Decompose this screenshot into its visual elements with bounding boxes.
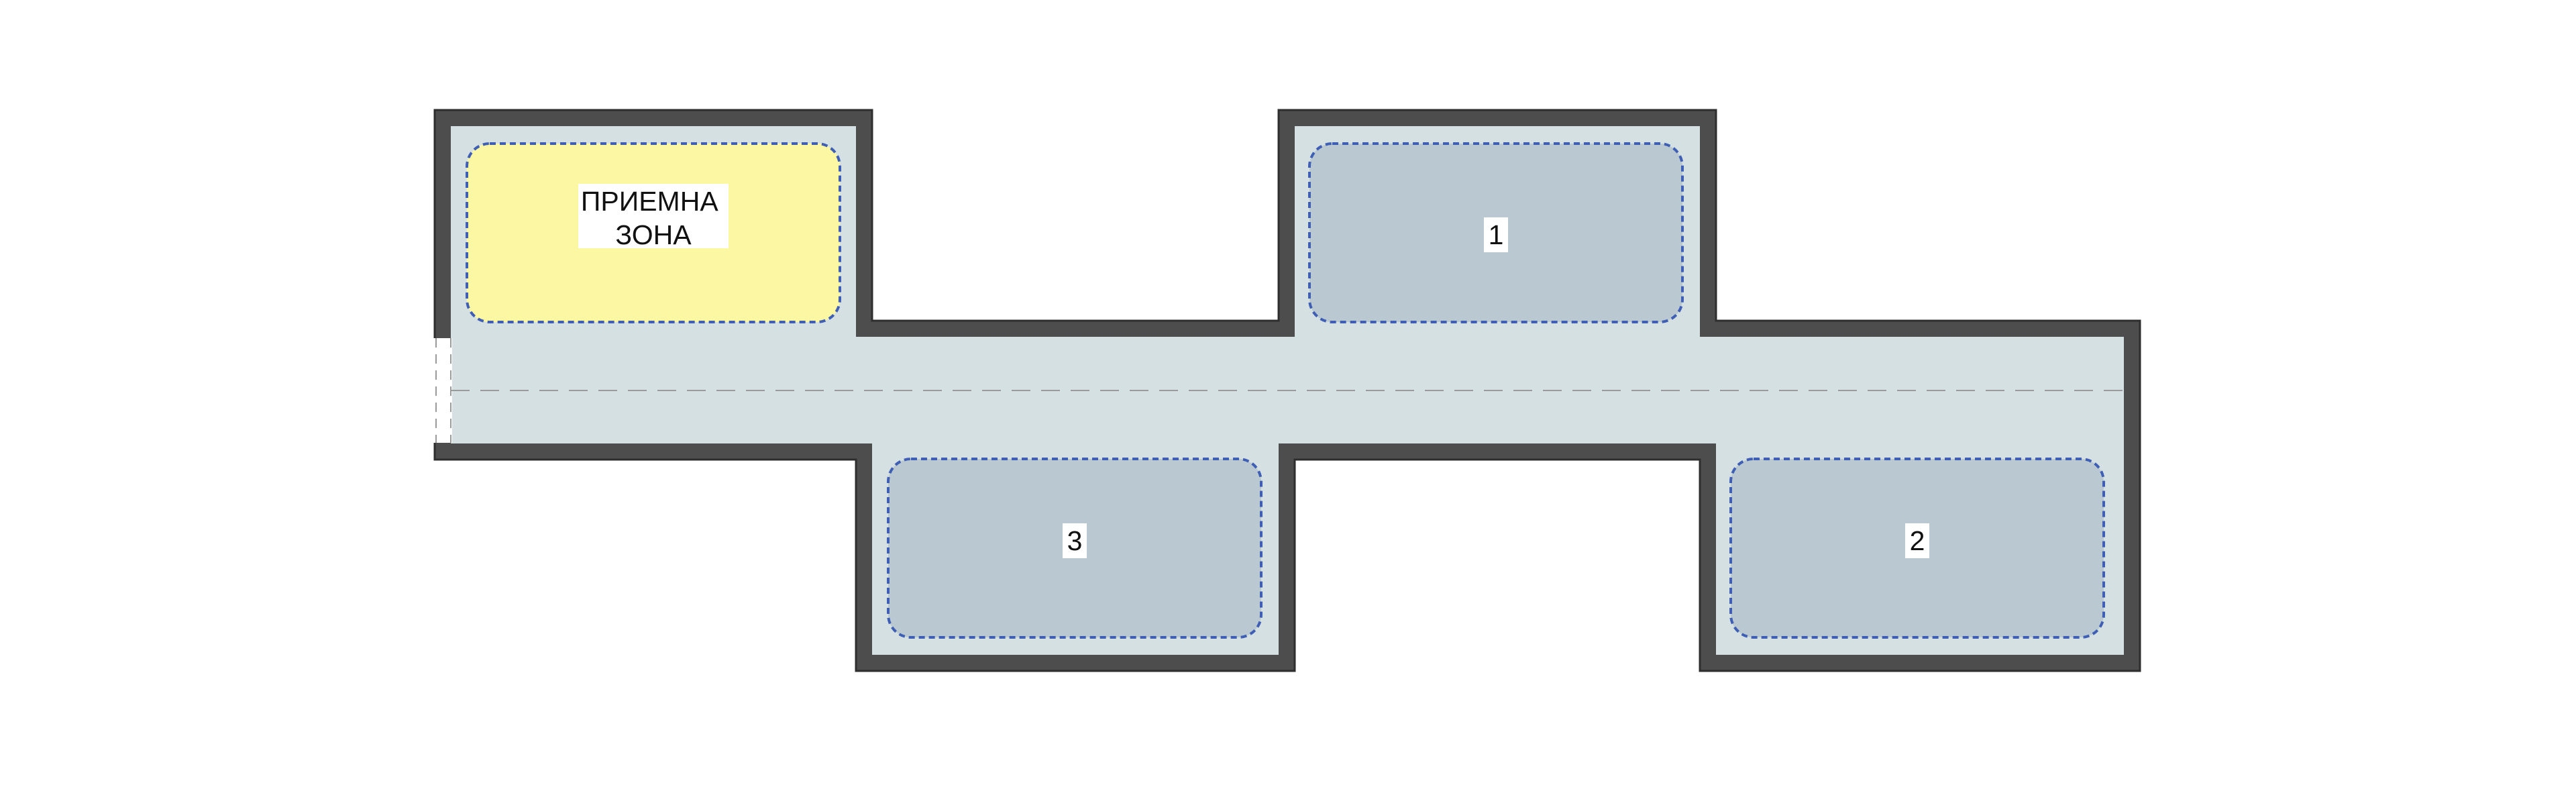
room-1-label-bg [1484, 217, 1508, 252]
reception-label-line2: ЗОНА [615, 219, 692, 250]
room-2-label: 2 [1910, 525, 1925, 556]
room-3-label: 3 [1067, 525, 1083, 556]
reception-label: ПРИЕМНА ЗОНА [581, 186, 726, 250]
room-1-label: 1 [1489, 219, 1504, 250]
reception-label-line1: ПРИЕМНА [581, 186, 718, 217]
entrance-opening [432, 338, 452, 443]
room-3-label-bg [1063, 523, 1087, 558]
room-2-label-bg [1905, 523, 1929, 558]
reception-label-bg [578, 184, 729, 248]
